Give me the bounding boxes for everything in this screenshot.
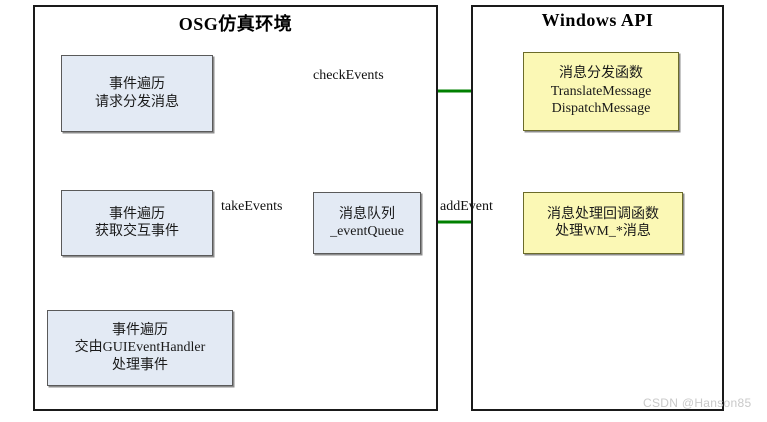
node-dispatch-request[interactable]: 事件遍历 请求分发消息 xyxy=(61,55,213,132)
node-msg-callback-line1: 消息处理回调函数 xyxy=(547,206,659,222)
edge-label-add-event: addEvent xyxy=(440,199,493,214)
node-gui-handler-line1: 事件遍历 xyxy=(112,322,168,338)
node-msg-dispatch-line1: 消息分发函数 xyxy=(559,66,643,82)
node-event-queue-line1: 消息队列 xyxy=(339,206,395,222)
node-msg-dispatch[interactable]: 消息分发函数 TranslateMessage DispatchMessage xyxy=(523,52,679,131)
node-msg-callback[interactable]: 消息处理回调函数 处理WM_*消息 xyxy=(523,192,683,254)
edge-label-take-events: takeEvents xyxy=(221,199,283,214)
edge-label-check-events: checkEvents xyxy=(313,68,384,83)
panel-windows-api-title: Windows API xyxy=(541,10,654,30)
node-gui-handler-line3: 处理事件 xyxy=(112,357,168,373)
node-msg-dispatch-line2: TranslateMessage xyxy=(550,83,652,99)
node-dispatch-request-line2: 请求分发消息 xyxy=(95,94,179,110)
watermark: CSDN @Hanson85 xyxy=(643,396,752,410)
node-fetch-events-line1: 事件遍历 xyxy=(109,206,165,222)
node-event-queue-line2: _eventQueue xyxy=(330,224,404,239)
node-fetch-events-line2: 获取交互事件 xyxy=(95,224,179,239)
node-msg-dispatch-line3: DispatchMessage xyxy=(551,101,651,117)
node-event-queue[interactable]: 消息队列 _eventQueue xyxy=(313,192,421,254)
node-msg-callback-line2: 处理WM_*消息 xyxy=(555,224,651,239)
node-fetch-events[interactable]: 事件遍历 获取交互事件 xyxy=(61,190,213,256)
node-gui-handler-line2: 交由GUIEventHandler xyxy=(74,340,206,356)
node-dispatch-request-line1: 事件遍历 xyxy=(109,77,165,92)
panel-osg-title: OSG仿真环境 xyxy=(178,14,293,34)
node-gui-handler[interactable]: 事件遍历 交由GUIEventHandler 处理事件 xyxy=(47,310,233,386)
